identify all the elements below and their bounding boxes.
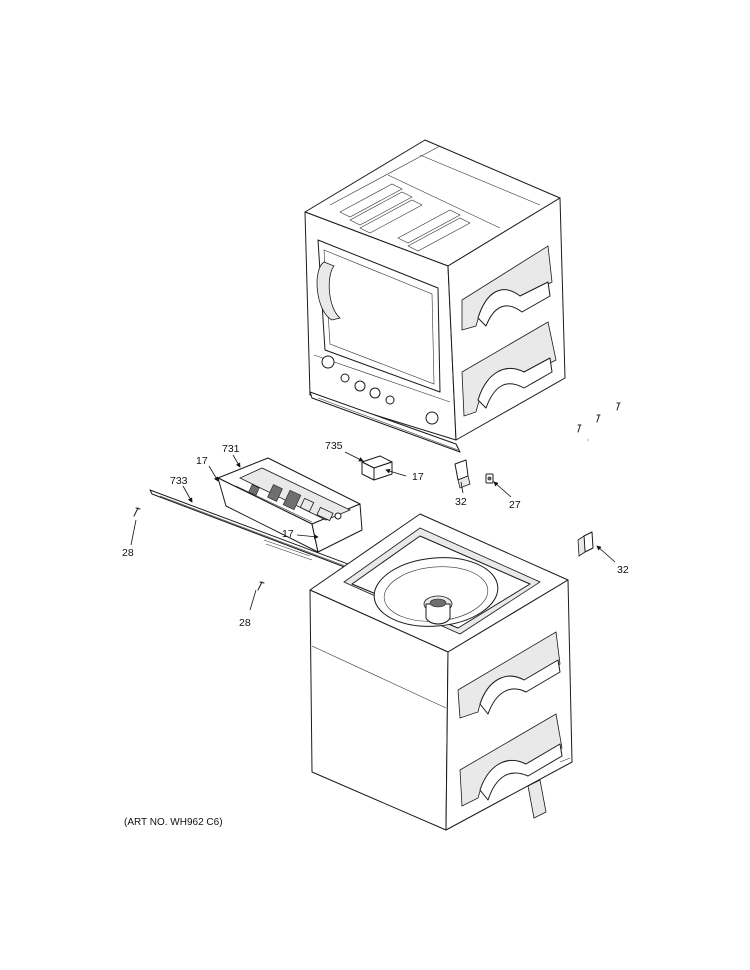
callout-17-control: 17 bbox=[196, 455, 208, 467]
dryer-mounting-rail bbox=[309, 391, 461, 453]
screw-28-center bbox=[257, 581, 265, 591]
screws-group bbox=[577, 402, 621, 441]
callout-731: 731 bbox=[222, 443, 240, 455]
washer-tub bbox=[373, 557, 499, 627]
wire-17 bbox=[263, 539, 311, 557]
part-32-bracket bbox=[454, 459, 471, 489]
part-32-bracket-right bbox=[577, 531, 594, 557]
callout-32-center: 32 bbox=[455, 496, 467, 508]
callout-28-center: 28 bbox=[239, 617, 251, 629]
top-vent-grille bbox=[339, 183, 471, 252]
dryer-door bbox=[317, 239, 441, 393]
part-27-bumper bbox=[485, 473, 494, 484]
door-handle bbox=[316, 261, 341, 321]
callout-28-left: 28 bbox=[122, 547, 134, 559]
art-number: (ART NO. WH962 C6) bbox=[124, 817, 223, 828]
callout-27: 27 bbox=[509, 499, 521, 511]
callout-17-wire: 17 bbox=[282, 528, 294, 540]
screw-28-left bbox=[133, 507, 141, 517]
callout-735: 735 bbox=[325, 440, 343, 452]
leader-lines bbox=[130, 451, 616, 611]
callout-733: 733 bbox=[170, 475, 188, 487]
control-box-731 bbox=[217, 457, 363, 553]
part-735-bracket bbox=[361, 455, 393, 481]
callout-17-bracket: 17 bbox=[412, 471, 424, 483]
dryer-cabinet bbox=[304, 139, 566, 441]
washer-cabinet bbox=[309, 513, 573, 831]
callout-32-right: 32 bbox=[617, 564, 629, 576]
